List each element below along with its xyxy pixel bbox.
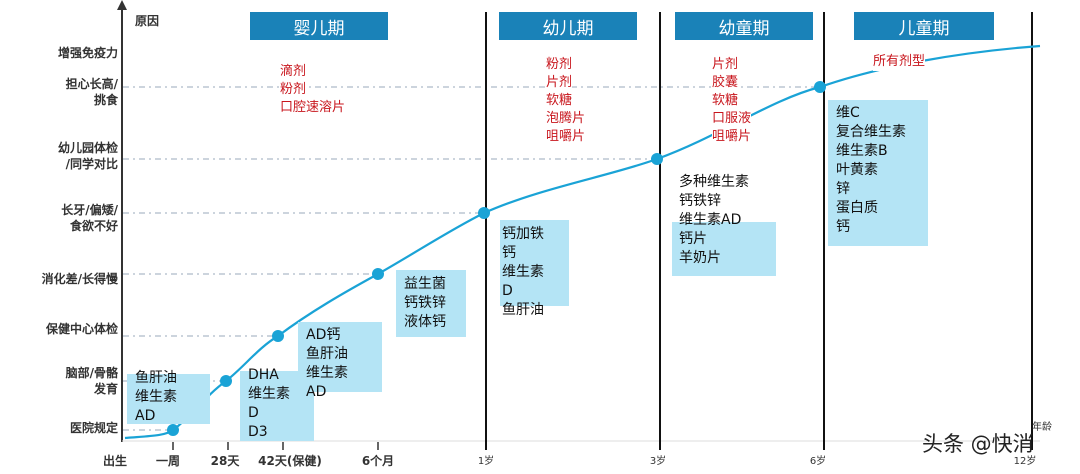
supplement-item: 鱼肝油 (306, 346, 348, 362)
dosage-form: 咀嚼片 (712, 128, 752, 146)
supplement-item: AD (135, 408, 156, 424)
phase-header-infant: 婴儿期 (250, 12, 388, 40)
milestone-dot (372, 268, 384, 280)
x-label: 42天(保健) (258, 454, 322, 468)
supplement-item: 叶黄素 (836, 162, 878, 178)
milestone-dot (220, 375, 232, 387)
phase-header-child: 儿童期 (854, 12, 994, 40)
supplement-item: 维生素 (248, 386, 290, 402)
milestone-dot (814, 81, 826, 93)
supplement-box (298, 322, 382, 392)
dosage-form: 口腔速溶片 (280, 99, 346, 117)
supplement-item: 维生素B (836, 143, 888, 159)
supplement-box (396, 270, 466, 337)
y-axis-title: 原因 (135, 14, 160, 28)
dosage-form: 软糖 (546, 92, 573, 110)
dosage-form: 粉剂 (546, 56, 573, 74)
dosage-form: 咀嚼片 (546, 128, 586, 146)
supplement-box (500, 220, 569, 306)
supplements-42d: AD钙 鱼肝油 维生素 AD (306, 326, 348, 402)
x-label: 28天 (210, 454, 240, 468)
supplements-1y: 钙加铁 钙 维生素 D 鱼肝油 (502, 225, 544, 320)
dosage-forms-child: 所有剂型 (873, 53, 926, 71)
dosage-forms-preschool: 片剂 胶囊 软糖 口服液 咀嚼片 (712, 56, 752, 146)
supplement-item: 鱼肝油 (502, 302, 544, 318)
y-label: 担心长高/ 挑食 (65, 77, 118, 107)
supplement-item: DHA (248, 367, 279, 383)
supplement-item: 维生素AD (679, 212, 742, 228)
x-label: 一周 (155, 454, 181, 468)
y-label: 幼儿园体检 /同学对比 (57, 141, 118, 171)
dosage-form: 软糖 (712, 92, 739, 110)
supplements-6m: 益生菌 钙铁锌 液体钙 (404, 275, 446, 332)
supplement-item: D3 (248, 424, 268, 440)
x-label: 6个月 (361, 454, 395, 468)
milestone-dot (651, 153, 663, 165)
watermark: 头条 @快消 (922, 432, 1034, 456)
supplement-box (672, 222, 776, 276)
x-label: 出生 (102, 454, 128, 468)
supplement-item: AD (306, 384, 327, 400)
y-label: 消化差/长得慢 (41, 272, 118, 286)
supplement-item: 钙加铁 (502, 226, 544, 242)
supplement-item: 鱼肝油 (135, 370, 177, 386)
dosage-form: 片剂 (712, 56, 739, 74)
supplement-item: 维生素 (306, 365, 348, 381)
supplement-item: 维C (836, 105, 860, 121)
x-label: 1岁 (477, 456, 495, 467)
x-label: 12岁 (1013, 456, 1037, 467)
supplement-item: 钙片 (679, 231, 707, 247)
y-label: 医院规定 (69, 421, 118, 435)
dosage-form: 胶囊 (712, 74, 739, 92)
y-label: 增强免疫力 (57, 46, 118, 60)
x-label: 6岁 (809, 456, 827, 467)
y-label: 脑部/骨骼 发育 (65, 366, 118, 396)
supplement-item: 液体钙 (404, 314, 446, 330)
supplement-item: 维生素 (502, 264, 544, 280)
supplement-item: 钙铁锌 (679, 193, 721, 209)
supplement-item: 锌 (836, 181, 850, 197)
supplement-box (828, 100, 928, 246)
supplement-item: 蛋白质 (836, 200, 878, 216)
supplement-item: AD钙 (306, 327, 341, 343)
supplement-item: 益生菌 (404, 276, 446, 292)
supplements-28d: DHA 维生素 D D3 (248, 366, 290, 442)
supplement-item: 维生素 (135, 389, 177, 405)
supplement-item: 复合维生素 (836, 124, 906, 140)
supplements-3y: 多种维生素 钙铁锌 维生素AD 钙片 羊奶片 (679, 173, 749, 268)
supplement-item: D (502, 283, 513, 299)
dosage-forms-infant: 滴剂 粉剂 口腔速溶片 (280, 63, 346, 117)
x-axis-title: 年龄 (1032, 422, 1052, 433)
supplement-item: 羊奶片 (679, 250, 721, 266)
milestone-dot (167, 424, 179, 436)
phase-header-toddler: 幼儿期 (499, 12, 637, 40)
supplements-week: 鱼肝油 维生素 AD (135, 369, 177, 426)
dosage-form: 粉剂 (280, 81, 307, 99)
supplement-box (127, 374, 210, 424)
y-axis-arrow (117, 0, 127, 10)
milestone-dot (272, 330, 284, 342)
dosage-form: 滴剂 (280, 63, 307, 81)
supplement-item: 钙铁锌 (404, 295, 446, 311)
supplement-item: 钙 (836, 219, 850, 235)
x-label: 3岁 (649, 456, 667, 467)
supplement-item: 钙 (502, 245, 516, 261)
y-label: 保健中心体检 (45, 322, 118, 336)
dosage-form: 泡腾片 (546, 110, 586, 128)
dosage-form: 所有剂型 (873, 53, 926, 71)
supplement-item: 多种维生素 (679, 174, 749, 190)
y-label: 长牙/偏矮/ 食欲不好 (61, 203, 118, 233)
supplements-6y: 维C 复合维生素 维生素B 叶黄素 锌 蛋白质 钙 (836, 104, 906, 237)
dosage-form: 口服液 (712, 110, 752, 128)
dosage-form: 片剂 (546, 74, 573, 92)
dosage-forms-toddler: 粉剂 片剂 软糖 泡腾片 咀嚼片 (546, 56, 586, 146)
supplement-item: D (248, 405, 259, 421)
milestone-dot (478, 207, 490, 219)
phase-header-preschool: 幼童期 (675, 12, 813, 40)
